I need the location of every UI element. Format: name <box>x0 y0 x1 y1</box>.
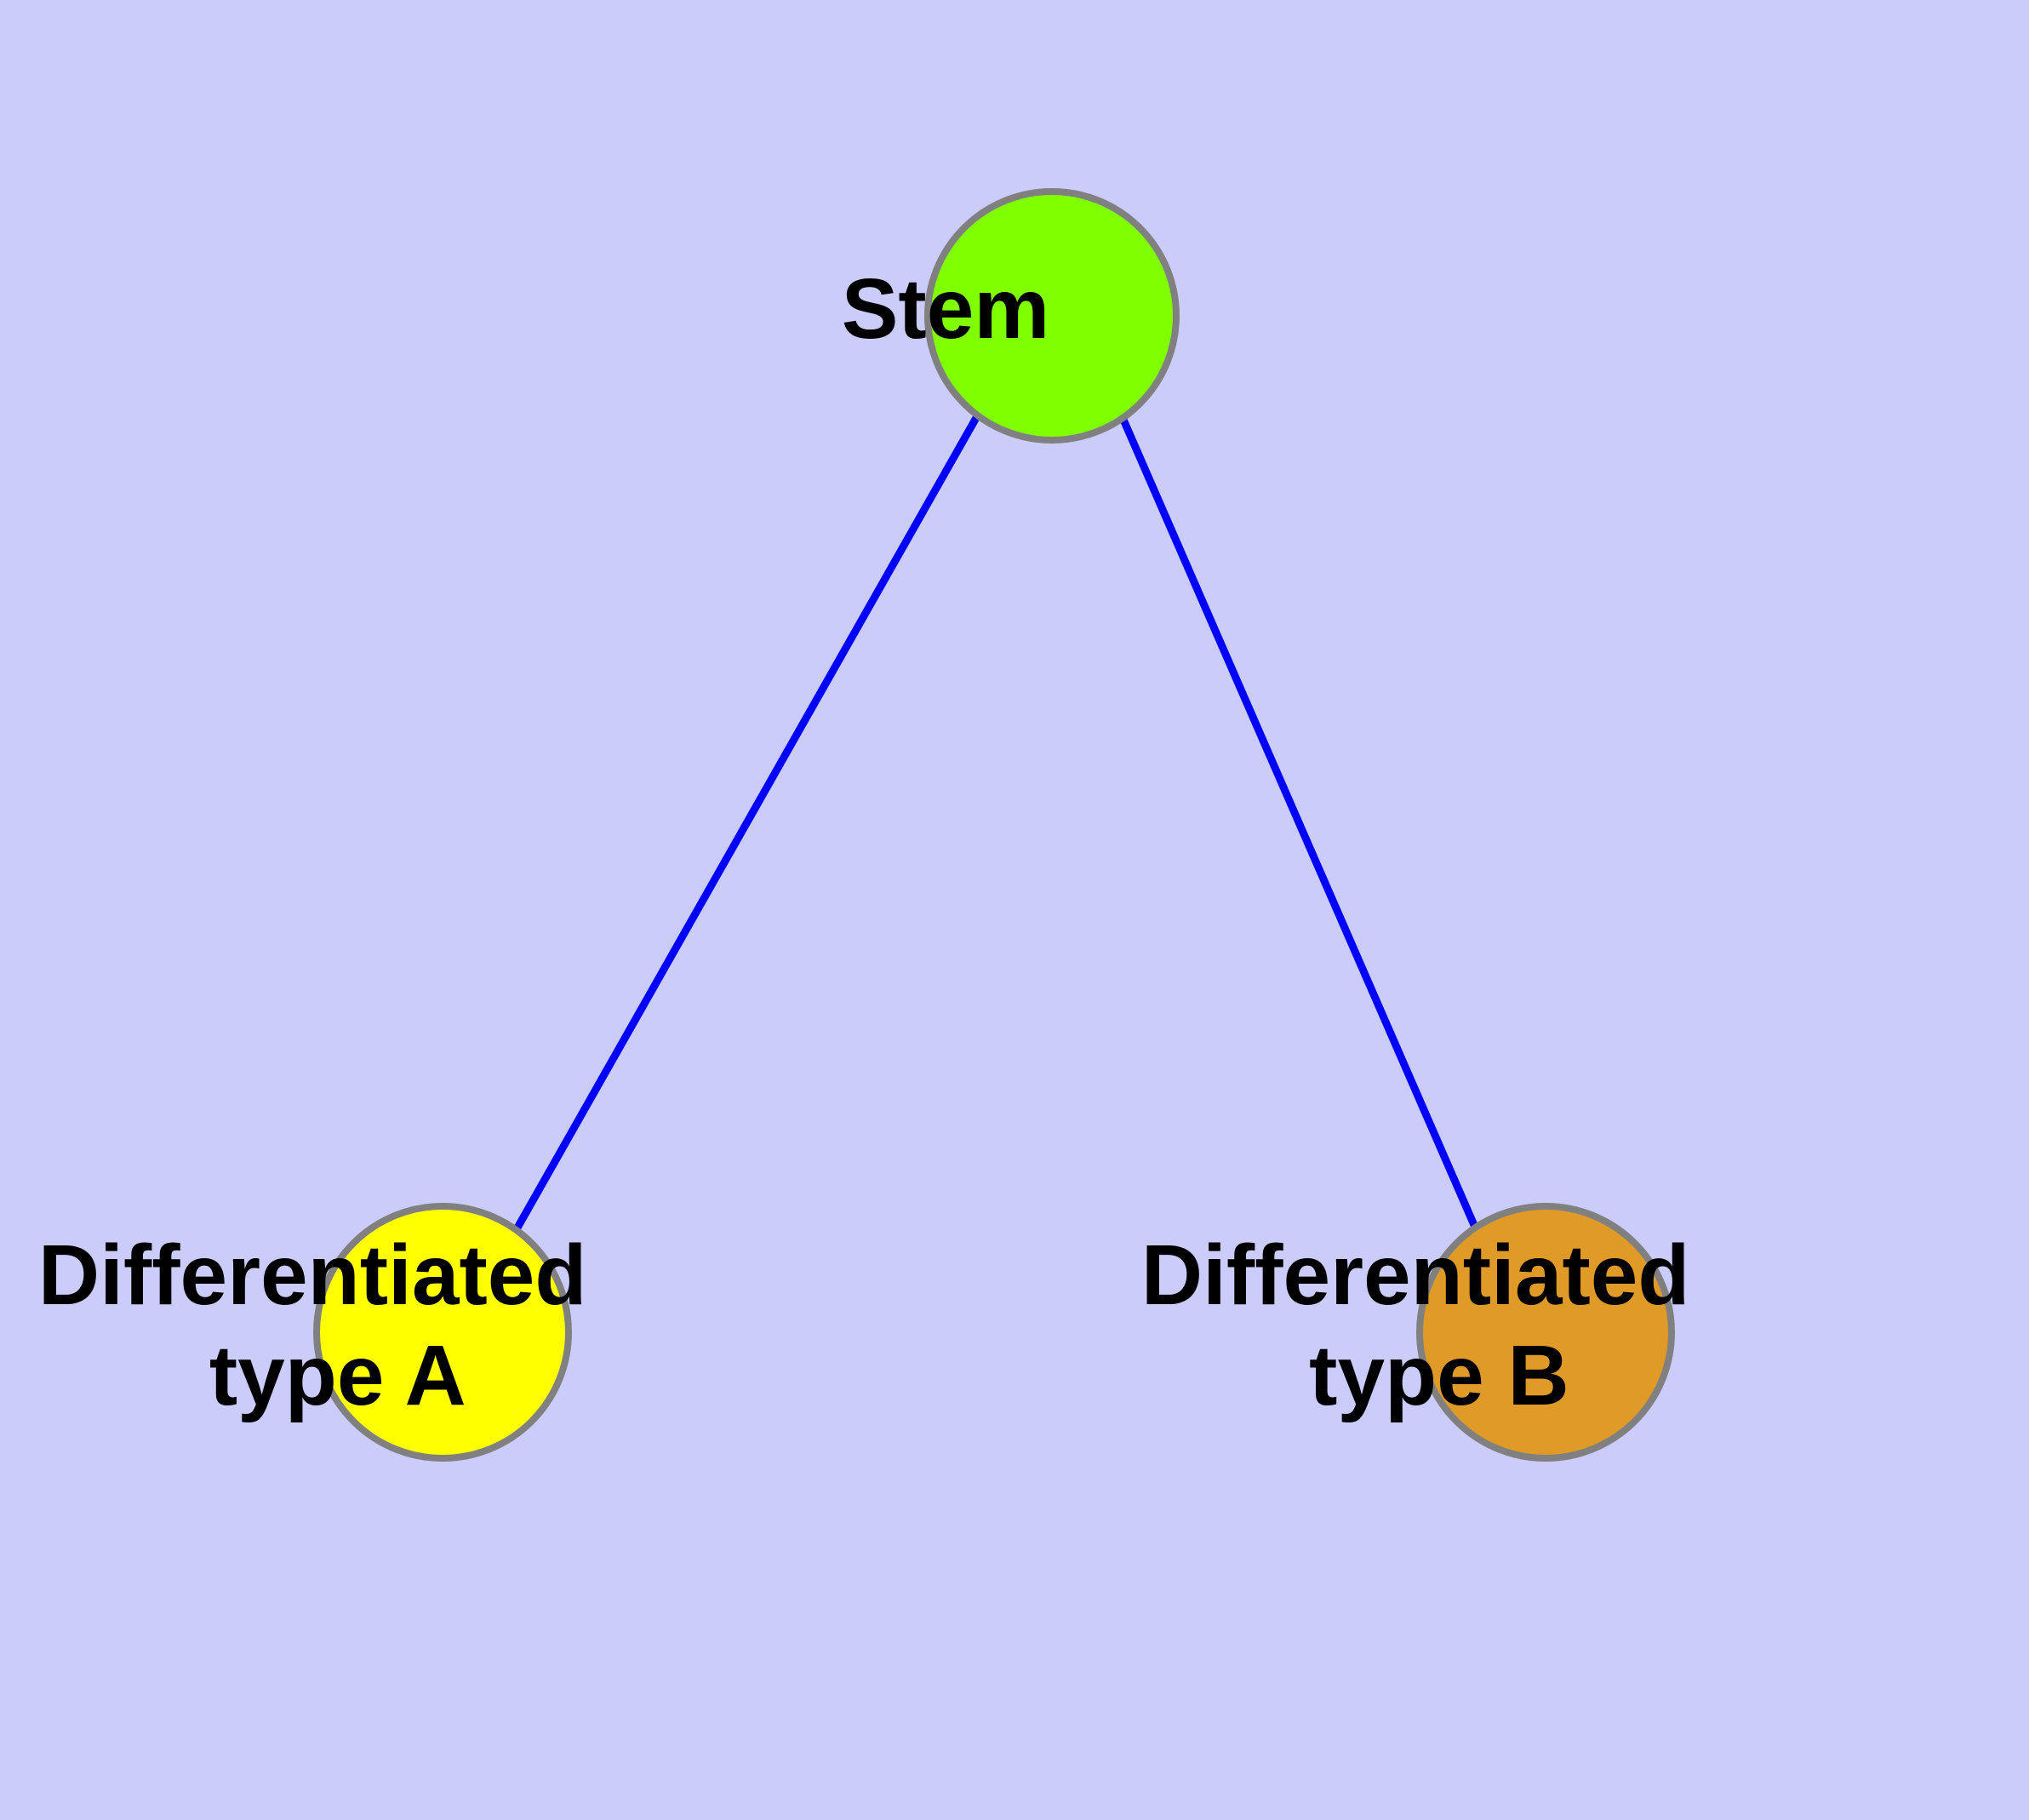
node-stem[interactable]: Stem <box>842 0 1263 444</box>
node-differentiated-type-a[interactable]: Differentiated type A <box>38 0 847 1462</box>
edge-layer <box>513 414 1481 1233</box>
node-differentiated-type-b-label-line-2: type B <box>1309 1328 1569 1423</box>
node-stem-label-line-1: Stem <box>842 261 1050 357</box>
node-stem-label: Stem <box>842 0 1263 357</box>
edge-stem-to-differentiated-type-a[interactable] <box>513 414 980 1232</box>
node-differentiated-type-a-label: Differentiated type A <box>38 0 847 1423</box>
node-differentiated-type-b-label: Differentiated type B <box>1141 0 1950 1423</box>
node-differentiated-type-a-label-line-2: type A <box>209 1328 465 1423</box>
node-layer: Stem Differentiated type A Differentiate… <box>38 0 1950 1462</box>
node-differentiated-type-b-label-line-1: Differentiated <box>1141 1228 1690 1323</box>
node-differentiated-type-b-circle[interactable] <box>1416 1203 1675 1462</box>
node-stem-circle[interactable] <box>924 188 1180 444</box>
node-differentiated-type-a-label-line-1: Differentiated <box>38 1228 587 1323</box>
node-differentiated-type-b[interactable]: Differentiated type B <box>1141 0 1950 1462</box>
node-differentiated-type-a-circle[interactable] <box>313 1203 572 1462</box>
edge-stem-to-differentiated-type-b[interactable] <box>1119 418 1481 1233</box>
